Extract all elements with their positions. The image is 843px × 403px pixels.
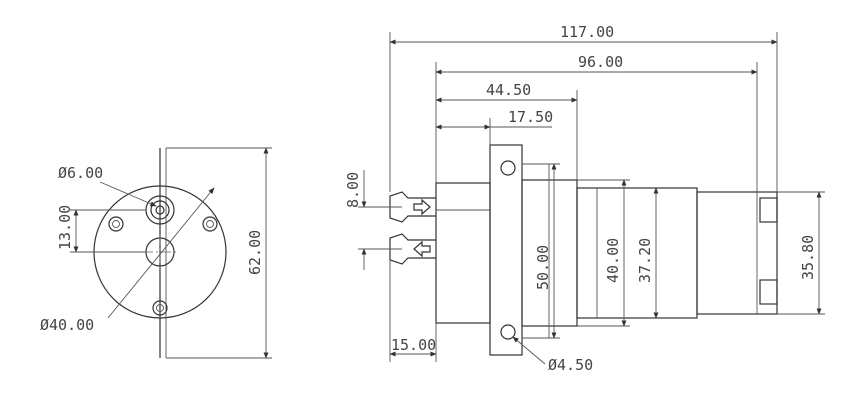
front-view: Ø6.00 13.00 Ø40.00 62.00 <box>40 147 272 359</box>
flange-offset-label: 17.50 <box>508 108 553 126</box>
front-screw-left <box>108 216 124 232</box>
inlet-direction-arrow-icon <box>413 240 431 258</box>
front-screw-right <box>202 216 218 232</box>
motor-diameter-label: 37.20 <box>636 238 654 283</box>
front-port-inner <box>150 200 170 220</box>
front-diameter-leader <box>107 187 215 319</box>
front-screw-bottom <box>152 300 168 316</box>
front-hole-leader <box>99 181 157 207</box>
front-screw-bottom-inner <box>156 304 164 312</box>
head-diameter-label: 40.00 <box>604 238 622 283</box>
motor-end-cap <box>696 191 778 315</box>
front-hole-label: Ø6.00 <box>58 164 103 182</box>
front-height-label: 62.00 <box>246 230 264 275</box>
front-port-core <box>155 205 165 215</box>
end-cap-label: 35.80 <box>799 235 817 280</box>
port-spacing-label: 8.00 <box>344 172 362 208</box>
body-length-label: 96.00 <box>578 53 623 71</box>
mount-hole-label: Ø4.50 <box>548 356 593 374</box>
flange-hole-bottom <box>500 324 516 340</box>
front-offset-label: 13.00 <box>56 205 74 250</box>
pump-head <box>435 182 491 324</box>
mount-hole-leader <box>512 336 546 365</box>
flange-height-label: 50.00 <box>534 245 552 290</box>
flange-hole-top <box>500 160 516 176</box>
front-diameter-label: Ø40.00 <box>40 316 94 334</box>
side-view: 117.00 96.00 44.50 17.50 8.00 15.00 50.0… <box>344 23 825 374</box>
terminal-bottom <box>759 279 778 305</box>
terminal-top <box>759 197 778 223</box>
head-length-label: 44.50 <box>486 81 531 99</box>
port-length-label: 15.00 <box>391 336 436 354</box>
front-screw-right-inner <box>206 220 214 228</box>
front-screw-left-inner <box>112 220 120 228</box>
overall-length-label: 117.00 <box>560 23 614 41</box>
mounting-flange <box>489 144 523 356</box>
outlet-direction-arrow-icon <box>413 198 431 216</box>
